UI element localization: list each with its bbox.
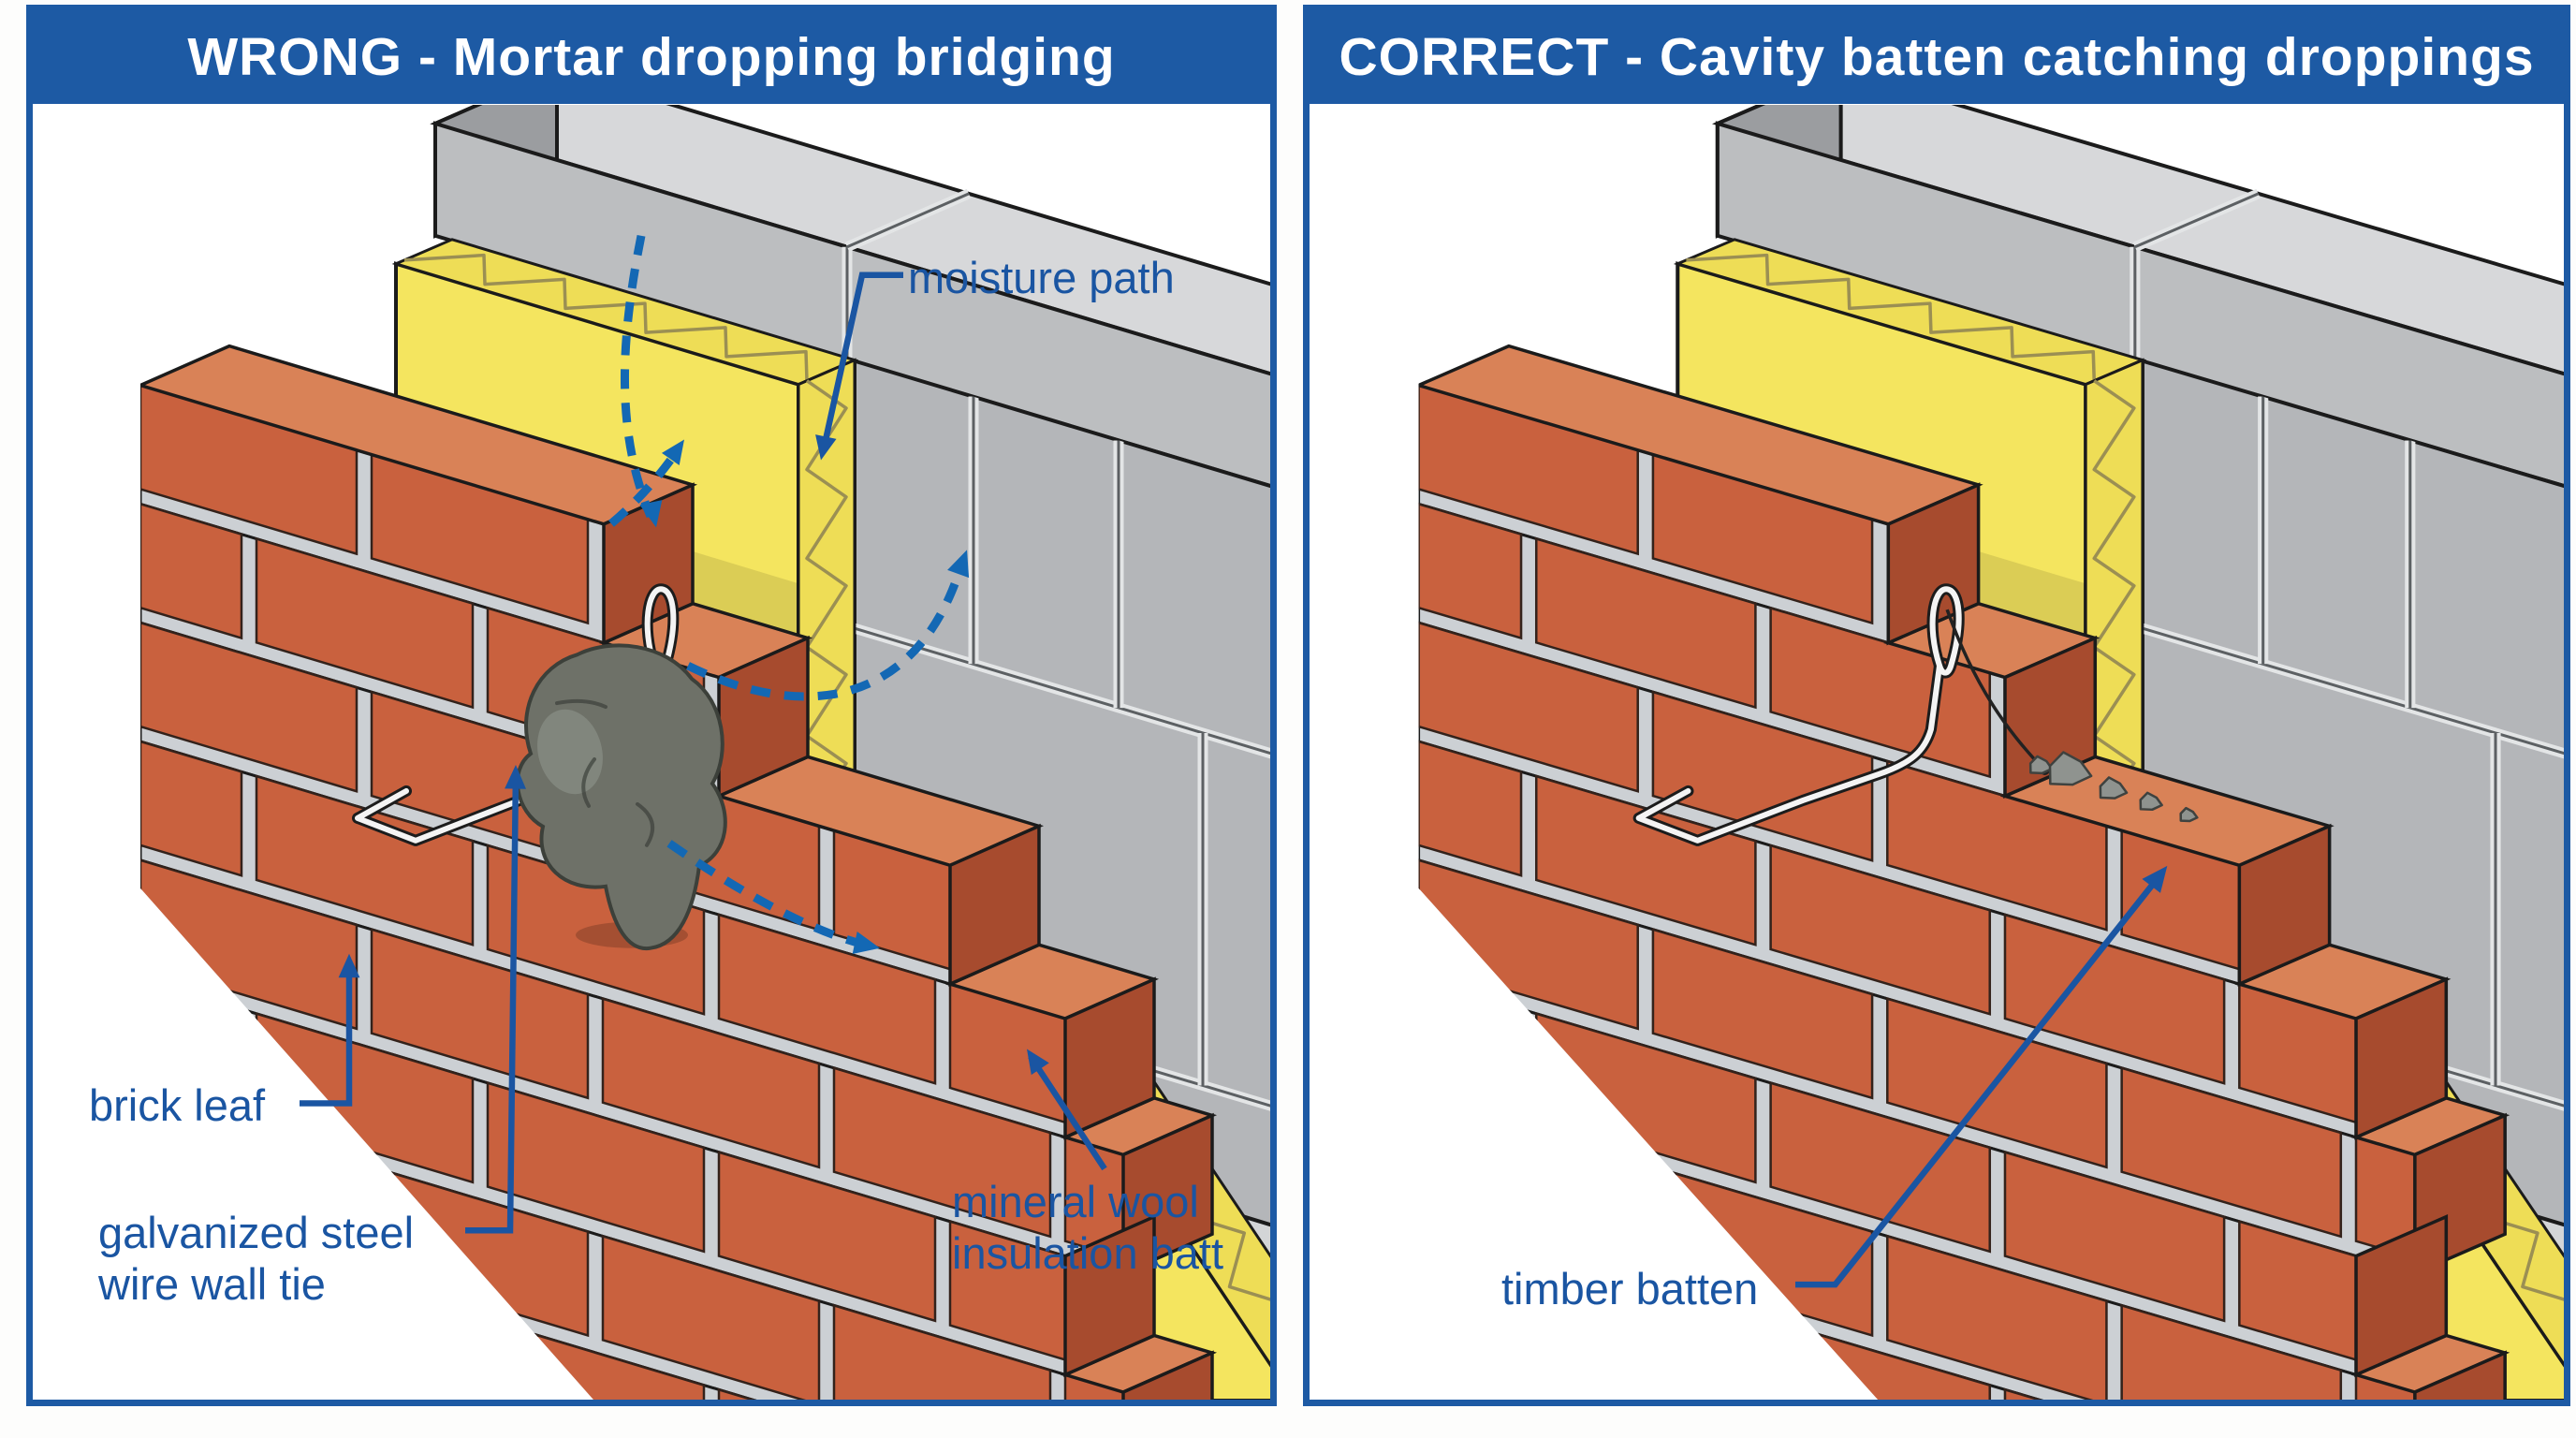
panel-correct-scene: timber batten [1310, 105, 2564, 1400]
cavity-wall-illustration-wrong [140, 105, 1270, 1400]
cavity-wall-illustration-correct [1418, 105, 2564, 1400]
panel-wrong-titlebar: WRONG - Mortar dropping bridging [32, 10, 1271, 104]
mortar-dropping [515, 643, 727, 950]
leader-lines [300, 271, 1107, 1234]
label-timber-batten: timber batten [1501, 1264, 1759, 1313]
panel-wrong-title: WRONG - Mortar dropping bridging [187, 27, 1116, 87]
mortar-droppings [2028, 751, 2199, 823]
brick-leaf [140, 344, 1218, 1400]
wall-tie [1632, 583, 1965, 846]
label-brick-leaf: brick leaf [89, 1080, 266, 1130]
label-insulation: mineral wool insulation batt [952, 1177, 1224, 1278]
panel-wrong-scene: moisture path brick leaf galvanized stee… [33, 105, 1270, 1400]
leader-lines [1794, 865, 2168, 1288]
label-moisture-path: moisture path [908, 253, 1175, 302]
label-wall-tie: galvanized steel wire wall tie [98, 1208, 415, 1309]
panel-correct: CORRECT - Cavity batten catching droppin… [1303, 5, 2570, 1406]
panel-correct-title: CORRECT - Cavity batten catching droppin… [1339, 27, 2535, 87]
concrete-beam [1711, 105, 2564, 489]
panel-wrong: WRONG - Mortar dropping bridging moistur… [26, 5, 1277, 1406]
panel-correct-titlebar: CORRECT - Cavity batten catching droppin… [1309, 10, 2565, 104]
moisture-arrows [608, 234, 970, 954]
